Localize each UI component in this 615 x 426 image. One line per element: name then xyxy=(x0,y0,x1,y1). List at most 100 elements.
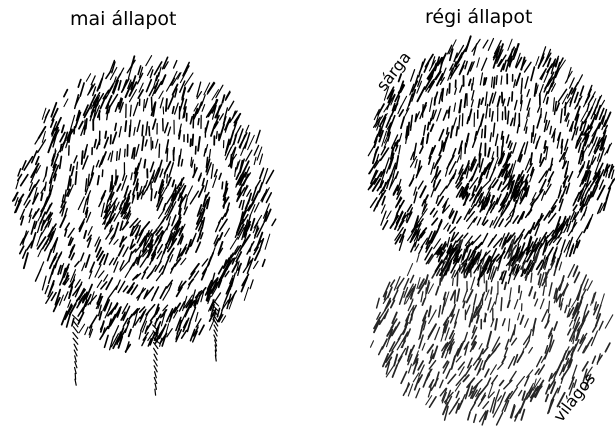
hatch-stroke xyxy=(405,313,411,322)
hatch-stroke xyxy=(387,89,394,104)
hatch-stroke xyxy=(218,113,224,121)
hatch-stroke xyxy=(43,113,48,124)
hatch-stroke xyxy=(213,319,219,327)
hatch-stroke xyxy=(386,121,393,130)
hatch-stroke xyxy=(212,98,218,112)
hatch-stroke xyxy=(142,331,149,341)
hatch-stroke xyxy=(52,163,58,175)
hatch-stroke xyxy=(437,56,445,67)
hatch-stroke xyxy=(558,261,563,271)
hatch-stroke xyxy=(158,66,162,77)
hatch-stroke xyxy=(100,202,105,218)
hatch-stroke xyxy=(404,345,409,356)
hatch-stroke xyxy=(508,58,514,67)
hatch-stroke xyxy=(123,148,126,158)
hatch-stroke xyxy=(230,272,236,288)
hatch-stroke xyxy=(545,235,555,246)
hatch-stroke xyxy=(523,141,529,155)
hatch-stroke xyxy=(497,395,502,402)
hatch-stroke xyxy=(586,159,590,169)
hatch-stroke xyxy=(169,254,174,263)
hatch-stroke xyxy=(244,132,251,149)
hatch-stroke xyxy=(595,304,602,320)
hatch-stroke xyxy=(498,54,507,67)
hatch-stroke xyxy=(46,248,53,262)
hatch-stroke xyxy=(545,383,551,395)
hatch-stroke xyxy=(451,277,454,286)
hatch-stroke xyxy=(581,132,588,143)
hatch-stroke xyxy=(459,84,463,93)
hatch-stroke xyxy=(107,152,112,161)
hatch-stroke xyxy=(540,351,549,364)
hatch-stroke xyxy=(600,293,605,307)
hatch-stroke xyxy=(469,340,476,353)
hatch-stroke xyxy=(410,228,418,241)
hatch-stroke xyxy=(93,105,101,119)
hatch-stroke xyxy=(532,133,537,144)
hatch-stroke xyxy=(500,130,504,140)
hatch-stroke xyxy=(383,85,390,101)
hatch-stroke xyxy=(489,397,496,413)
hatch-stroke xyxy=(434,165,439,178)
hatch-stroke xyxy=(243,223,251,238)
hatch-stroke xyxy=(594,313,602,327)
hatch-stroke xyxy=(193,103,199,112)
hatch-stroke xyxy=(373,158,381,169)
hatch-stroke xyxy=(198,324,205,336)
hatch-stroke xyxy=(491,151,495,160)
hatch-stroke xyxy=(440,140,444,151)
hatch-stroke xyxy=(252,222,259,234)
hatch-stroke xyxy=(418,278,425,290)
hatch-stroke xyxy=(218,231,224,241)
hatch-stroke xyxy=(433,238,442,250)
hatch-stroke xyxy=(473,263,481,274)
hatch-stroke xyxy=(482,39,489,49)
hatch-stroke xyxy=(84,293,92,307)
hatch-stroke xyxy=(464,365,472,377)
hatch-stroke xyxy=(555,257,559,268)
hatch-stroke xyxy=(492,266,498,278)
hatch-stroke xyxy=(558,194,564,204)
hatch-stroke xyxy=(150,188,153,202)
hatch-stroke xyxy=(154,260,162,272)
hatch-stroke xyxy=(544,393,550,403)
hatch-stroke xyxy=(69,163,73,172)
hatch-stroke xyxy=(373,108,380,121)
hatch-stroke xyxy=(478,410,487,423)
hatch-stroke xyxy=(80,150,84,166)
hatch-stroke xyxy=(381,130,388,147)
hatch-stroke xyxy=(468,312,474,328)
hatch-stroke xyxy=(94,239,102,253)
hatch-stroke xyxy=(189,138,192,148)
hatch-stroke xyxy=(534,140,539,150)
hatch-stroke xyxy=(400,370,408,385)
hatch-stroke xyxy=(568,330,575,342)
hatch-stroke xyxy=(591,355,597,365)
hatch-stroke xyxy=(39,209,44,218)
hatch-stroke xyxy=(247,134,255,151)
hatch-stroke xyxy=(153,237,160,246)
hatch-stroke xyxy=(512,215,519,224)
hatch-stroke xyxy=(448,401,459,415)
hatch-stroke xyxy=(205,196,211,210)
hatch-stroke xyxy=(58,274,65,286)
hatch-stroke xyxy=(37,139,47,154)
hatch-stroke xyxy=(448,39,457,55)
hatch-stroke xyxy=(154,317,158,328)
hatch-stroke xyxy=(179,80,186,93)
hatch-stroke xyxy=(96,292,102,306)
hatch-stroke xyxy=(605,187,612,201)
hatch-stroke xyxy=(138,82,144,93)
hatch-stroke xyxy=(124,185,129,198)
hatch-stroke xyxy=(506,390,514,400)
hatch-stroke xyxy=(498,218,505,228)
hatch-stroke xyxy=(596,153,601,162)
hatch-stroke xyxy=(189,328,196,342)
hatch-stroke xyxy=(575,126,579,136)
hatch-stroke xyxy=(212,299,220,307)
hatch-stroke xyxy=(45,202,53,215)
hatch-stroke xyxy=(454,308,460,325)
hatch-stroke xyxy=(492,122,496,138)
hatch-stroke xyxy=(67,227,75,238)
hatch-stroke xyxy=(380,204,386,214)
